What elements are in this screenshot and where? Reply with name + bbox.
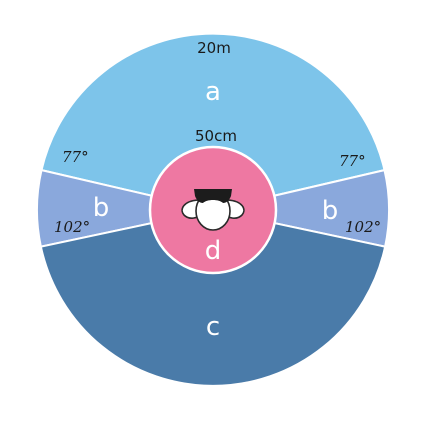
- angle-top-right-label: 77°: [339, 152, 366, 170]
- zone-a-sector: [40, 32, 386, 212]
- angle-bottom-right-label: 102°: [345, 218, 381, 236]
- zone-b-left-label: b: [93, 193, 110, 223]
- angle-bottom-left-label: 102°: [54, 218, 90, 236]
- angle-top-left-label: 77°: [62, 148, 89, 166]
- outer-radius-label: 20m: [197, 39, 231, 57]
- zone-a-label: a: [205, 77, 221, 107]
- zone-c-sector: [39, 208, 387, 387]
- zone-c-label: c: [206, 312, 220, 342]
- zone-b-right-label: b: [322, 196, 339, 226]
- inner-radius-label: 50cm: [195, 127, 237, 145]
- person-head-icon: [181, 189, 245, 231]
- zone-d-label: d: [205, 236, 222, 266]
- hair-icon: [194, 189, 232, 203]
